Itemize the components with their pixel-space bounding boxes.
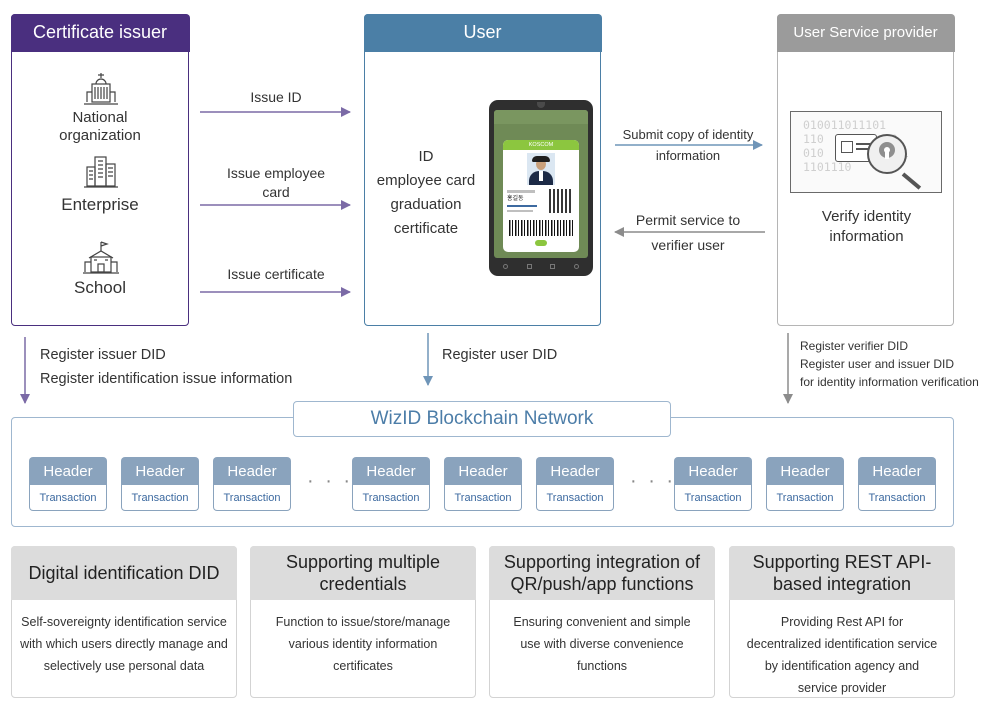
- credential-graduation: graduation: [390, 196, 462, 213]
- block-transaction: Transaction: [213, 485, 291, 511]
- label-issue-employee-card: Issue employee card: [226, 165, 326, 200]
- feature-title: Digital identification DID: [10, 545, 238, 600]
- user-panel: User ID employee card graduation certifi…: [363, 13, 602, 326]
- note-register-issuer: Register issuer DID Register identificat…: [40, 347, 293, 387]
- block-header: Header: [536, 457, 614, 485]
- id-card-header: KOSCOM: [503, 140, 579, 150]
- block-header: Header: [858, 457, 936, 485]
- verify-identity-label: Verify identity information: [821, 208, 912, 245]
- feature-title: Supporting multiple credentials: [249, 545, 477, 600]
- ellipsis-1: · · ·: [307, 470, 354, 492]
- block-header: Header: [674, 457, 752, 485]
- office-building-icon: [84, 156, 118, 188]
- id-card-name: 홍길동: [507, 196, 524, 202]
- feature-description: Self-sovereignty identification service …: [20, 615, 228, 673]
- feature-multiple-credentials: Supporting multiple credentials Function…: [249, 545, 477, 698]
- block-header: Header: [352, 457, 430, 485]
- block-header: Header: [444, 457, 522, 485]
- feature-title: Supporting integration of QR/push/app fu…: [488, 545, 716, 600]
- feature-description: Providing Rest API for decentralized ide…: [746, 615, 938, 695]
- note-register-verifier: Register verifier DID Register user and …: [800, 339, 979, 389]
- block-header: Header: [121, 457, 199, 485]
- block-5: Header Transaction: [444, 457, 522, 513]
- user-title: User: [363, 13, 602, 52]
- phone-nav-bar: [494, 260, 588, 272]
- block-header: Header: [213, 457, 291, 485]
- id-card-photo: [527, 153, 555, 185]
- feature-description: Ensuring convenient and simple use with …: [513, 615, 691, 673]
- block-8: Header Transaction: [766, 457, 844, 513]
- block-3: Header Transaction: [213, 457, 291, 513]
- qr-code: [549, 189, 573, 213]
- block-header: Header: [766, 457, 844, 485]
- block-7: Header Transaction: [674, 457, 752, 513]
- issuer-title: Certificate issuer: [10, 13, 190, 52]
- block-4: Header Transaction: [352, 457, 430, 513]
- provider-title: User Service provider: [776, 13, 955, 52]
- block-transaction: Transaction: [352, 485, 430, 511]
- block-header: Header: [29, 457, 107, 485]
- block-transaction: Transaction: [766, 485, 844, 511]
- feature-title: Supporting REST API-based integration: [728, 545, 956, 600]
- label-permit-service: Permit service to verifier user: [635, 212, 741, 253]
- feature-qr-push-app: Supporting integration of QR/push/app fu…: [488, 545, 716, 698]
- entity-enterprise: Enterprise: [61, 195, 139, 214]
- block-6: Header Transaction: [536, 457, 614, 513]
- id-card: KOSCOM 홍길동: [503, 140, 579, 252]
- block-1: Header Transaction: [29, 457, 107, 513]
- block-transaction: Transaction: [536, 485, 614, 511]
- block-transaction: Transaction: [121, 485, 199, 511]
- phone-camera-notch: [537, 102, 545, 108]
- label-issue-id: Issue ID: [250, 89, 302, 105]
- feature-rest-api: Supporting REST API-based integration Pr…: [728, 545, 956, 698]
- feature-description: Function to issue/store/manage various i…: [275, 615, 451, 673]
- block-transaction: Transaction: [858, 485, 936, 511]
- phone-illustration: KOSCOM 홍길동: [489, 100, 593, 276]
- ellipsis-2: · · ·: [630, 470, 677, 492]
- credential-id: ID: [418, 148, 434, 165]
- entity-school: School: [74, 278, 126, 297]
- credential-list: ID employee card graduation certificate: [365, 145, 487, 241]
- issuer-panel: Certificate issuer National organization…: [10, 13, 190, 326]
- credential-employee-card: employee card: [376, 172, 476, 189]
- block-transaction: Transaction: [29, 485, 107, 511]
- block-transaction: Transaction: [444, 485, 522, 511]
- government-building-icon: [84, 73, 118, 105]
- blockchain-title: WizID Blockchain Network: [293, 401, 671, 437]
- phone-screen: KOSCOM 홍길동: [494, 110, 588, 258]
- note-register-user: Register user DID: [442, 347, 558, 363]
- block-2: Header Transaction: [121, 457, 199, 513]
- credential-certificate: certificate: [393, 220, 459, 237]
- block-9: Header Transaction: [858, 457, 936, 513]
- label-submit-copy: Submit copy of identity information: [622, 127, 754, 163]
- entity-national-organization: National organization: [59, 109, 141, 144]
- school-building-icon: [83, 241, 119, 274]
- feature-digital-identification: Digital identification DID Self-sovereig…: [10, 545, 238, 698]
- block-transaction: Transaction: [674, 485, 752, 511]
- label-issue-certificate: Issue certificate: [227, 266, 325, 282]
- barcode: [509, 220, 573, 236]
- provider-panel: User Service provider 010011011101 11000…: [776, 13, 955, 326]
- magnifier-lock-icon: [867, 134, 907, 174]
